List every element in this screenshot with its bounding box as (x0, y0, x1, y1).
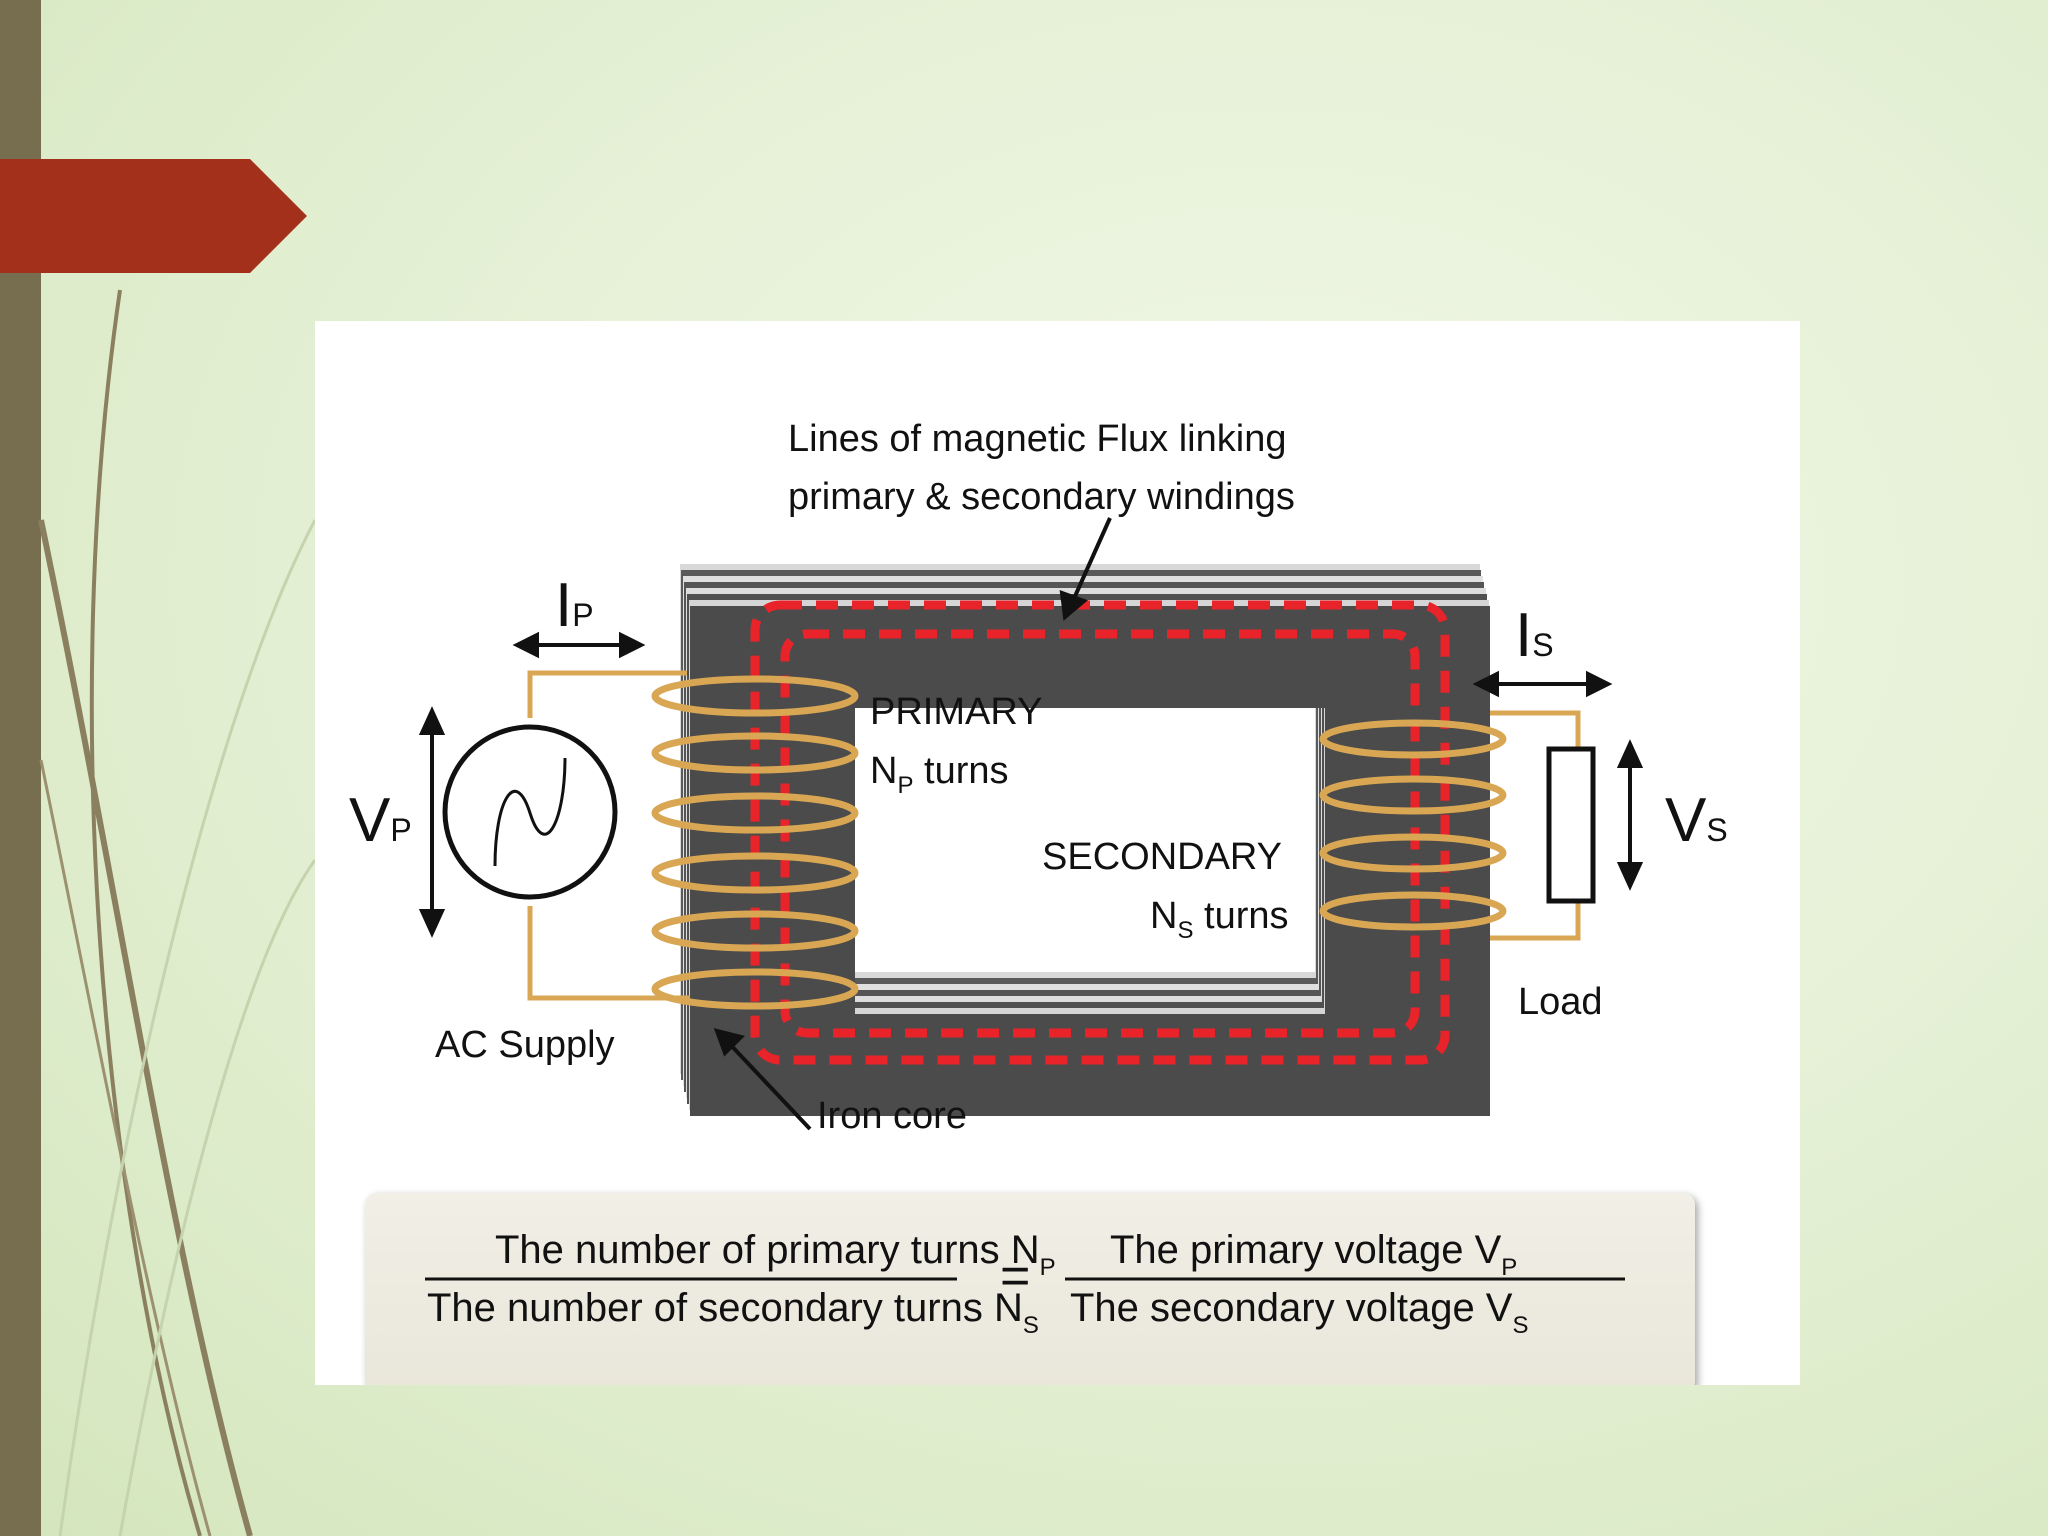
iron-core (680, 564, 1490, 1116)
magnetic-flux-lines (750, 600, 1450, 1065)
turns-ratio-equation-box: The number of primary turns NP The numbe… (365, 1193, 1695, 1385)
secondary-circuit-wires (1490, 710, 1581, 941)
vp-label: VP (349, 786, 412, 855)
transformer-diagram-panel: Lines of magnetic Flux linking primary &… (315, 321, 1800, 1385)
primary-winding (651, 675, 859, 1010)
is-label: IS (1515, 601, 1554, 670)
primary-label: PRIMARY (870, 691, 1042, 733)
load-label: Load (1518, 981, 1603, 1023)
ac-supply-label: AC Supply (435, 1024, 615, 1066)
left-denominator: The number of secondary turns NS (427, 1286, 1039, 1339)
flux-pointer-arrow (1059, 517, 1112, 621)
right-denominator: The secondary voltage VS (1070, 1286, 1529, 1339)
sine-wave-icon (493, 757, 567, 867)
title-ribbon (0, 159, 307, 273)
right-numerator: The primary voltage VP (1110, 1228, 1517, 1281)
is-direction-arrow (1472, 670, 1613, 698)
vs-label: VS (1665, 786, 1728, 855)
flux-label-line1: Lines of magnetic Flux linking (788, 418, 1286, 460)
secondary-winding (1319, 719, 1507, 931)
iron-core-label: Iron core (817, 1095, 967, 1137)
left-numerator: The number of primary turns NP (495, 1228, 1056, 1281)
vp-voltage-arrow (418, 706, 446, 938)
primary-turns-label: NP turns (870, 750, 1009, 799)
flux-label-line2: primary & secondary windings (788, 476, 1295, 518)
equals-sign: = (1000, 1247, 1030, 1305)
primary-circuit-wires (527, 670, 690, 1001)
secondary-label: SECONDARY (1042, 836, 1282, 878)
secondary-turns-label: NS turns (1150, 895, 1289, 944)
iron-core-pointer-arrow (713, 1028, 812, 1131)
ip-direction-arrow (512, 631, 646, 659)
vs-voltage-arrow (1616, 739, 1644, 891)
ip-label: IP (555, 571, 594, 640)
arrows (418, 517, 1644, 1131)
load-resistor (1546, 746, 1596, 904)
